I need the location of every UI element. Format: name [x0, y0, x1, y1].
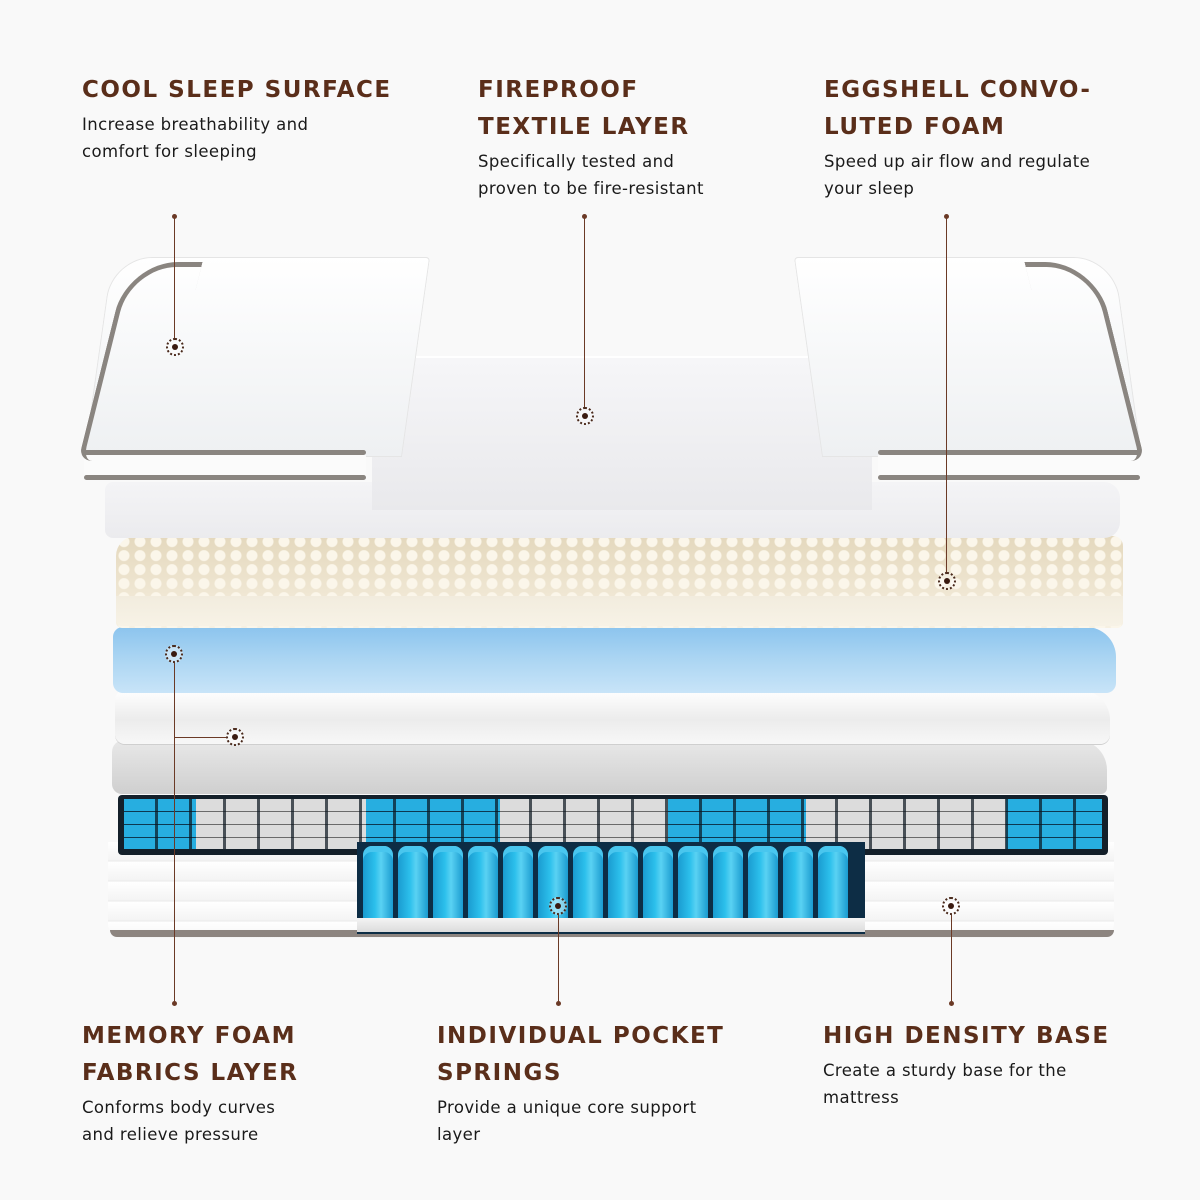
- top-piping-right-1: [878, 450, 1140, 455]
- leader-line-fireproof: [584, 216, 585, 408]
- top-piping-right-2: [878, 475, 1140, 480]
- label-high-density-base: HIGH DENSITY BASE Create a sturdy base f…: [823, 1018, 1110, 1111]
- leader-line-cool-sleep: [174, 216, 175, 338]
- label-fireproof-textile-layer: FIREPROOF TEXTILE LAYER Specifically tes…: [478, 72, 704, 202]
- marker-fabrics-layer: [226, 728, 244, 746]
- leader-line-pocket-springs: [558, 915, 559, 1003]
- label-eggshell-convoluted-foam: EGGSHELL CONVO- LUTED FOAM Speed up air …: [824, 72, 1091, 202]
- leader-line-memory-foam: [174, 663, 175, 1003]
- label-description: Specifically tested and proven to be fir…: [478, 152, 704, 198]
- leader-endpoint-dot: [556, 1001, 561, 1006]
- marker-memory-foam: [165, 645, 183, 663]
- label-title: INDIVIDUAL POCKET SPRINGS: [437, 1023, 725, 1086]
- leader-endpoint-dot: [172, 1001, 177, 1006]
- marker-eggshell-foam: [938, 572, 956, 590]
- label-title: MEMORY FOAM FABRICS LAYER: [82, 1023, 299, 1086]
- label-description: Provide a unique core support layer: [437, 1098, 697, 1144]
- springs-base-strip: [357, 918, 865, 932]
- gray-fabric-layer: [112, 740, 1107, 794]
- marker-cool-sleep-surface: [166, 338, 184, 356]
- leader-line-eggshell: [946, 216, 947, 572]
- label-description: Conforms body curves and relieve pressur…: [82, 1098, 276, 1144]
- label-cool-sleep-surface: COOL SLEEP SURFACE Increase breathabilit…: [82, 72, 392, 165]
- leader-endpoint-dot: [949, 1001, 954, 1006]
- label-individual-pocket-springs: INDIVIDUAL POCKET SPRINGS Provide a uniq…: [437, 1018, 724, 1148]
- leader-line-fabrics-branch: [174, 737, 226, 738]
- label-title: FIREPROOF TEXTILE LAYER: [478, 77, 690, 140]
- marker-high-density-base: [942, 897, 960, 915]
- fireproof-textile-layer: [372, 356, 872, 510]
- marker-pocket-springs: [549, 897, 567, 915]
- label-description: Increase breathability and comfort for s…: [82, 115, 309, 161]
- label-description: Create a sturdy base for the mattress: [823, 1061, 1067, 1107]
- white-foam-layer: [115, 690, 1110, 744]
- label-title: COOL SLEEP SURFACE: [82, 77, 392, 103]
- top-piping-left-2: [84, 475, 366, 480]
- marker-fireproof-textile: [576, 407, 594, 425]
- memory-foam-layer: [113, 627, 1116, 693]
- label-memory-foam-fabrics-layer: MEMORY FOAM FABRICS LAYER Conforms body …: [82, 1018, 298, 1148]
- top-piping-left-1: [84, 450, 366, 455]
- eggshell-foam-edge: [116, 596, 1123, 626]
- label-description: Speed up air flow and regulate your slee…: [824, 152, 1091, 198]
- label-title: HIGH DENSITY BASE: [823, 1023, 1110, 1049]
- label-title: EGGSHELL CONVO- LUTED FOAM: [824, 77, 1092, 140]
- leader-line-high-density-base: [951, 915, 952, 1003]
